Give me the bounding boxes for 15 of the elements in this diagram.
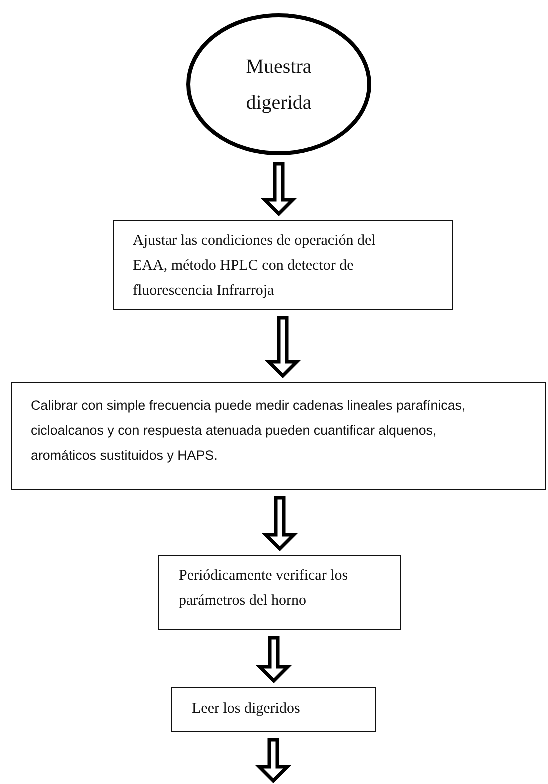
process-box bbox=[11, 382, 546, 490]
block-arrow bbox=[255, 738, 292, 784]
step-text: Leer los digeridos bbox=[192, 700, 302, 719]
block-arrow bbox=[260, 162, 298, 216]
process-box bbox=[113, 220, 453, 310]
start-ellipse bbox=[186, 13, 372, 156]
step-text: Calibrar con simple frecuencia puede medir cadenas lineales parafínicas, cicloalcanos y con respuesta atenuada pueden cuantificar alquenos, aromáticos sustituidos y HAPS. bbox=[31, 397, 467, 465]
block-arrow bbox=[264, 316, 302, 378]
step-text: Ajustar las condiciones de operación del EAA, método HPLC con detector de fluorescencia Infrarroja bbox=[133, 232, 377, 301]
process-box bbox=[158, 555, 401, 630]
step-text: Muestra digerida bbox=[245, 54, 313, 116]
process-box bbox=[171, 687, 376, 732]
step-text: Periódicamente verificar los parámetros del horno bbox=[179, 567, 350, 611]
block-arrow bbox=[262, 496, 298, 552]
block-arrow bbox=[256, 636, 292, 684]
